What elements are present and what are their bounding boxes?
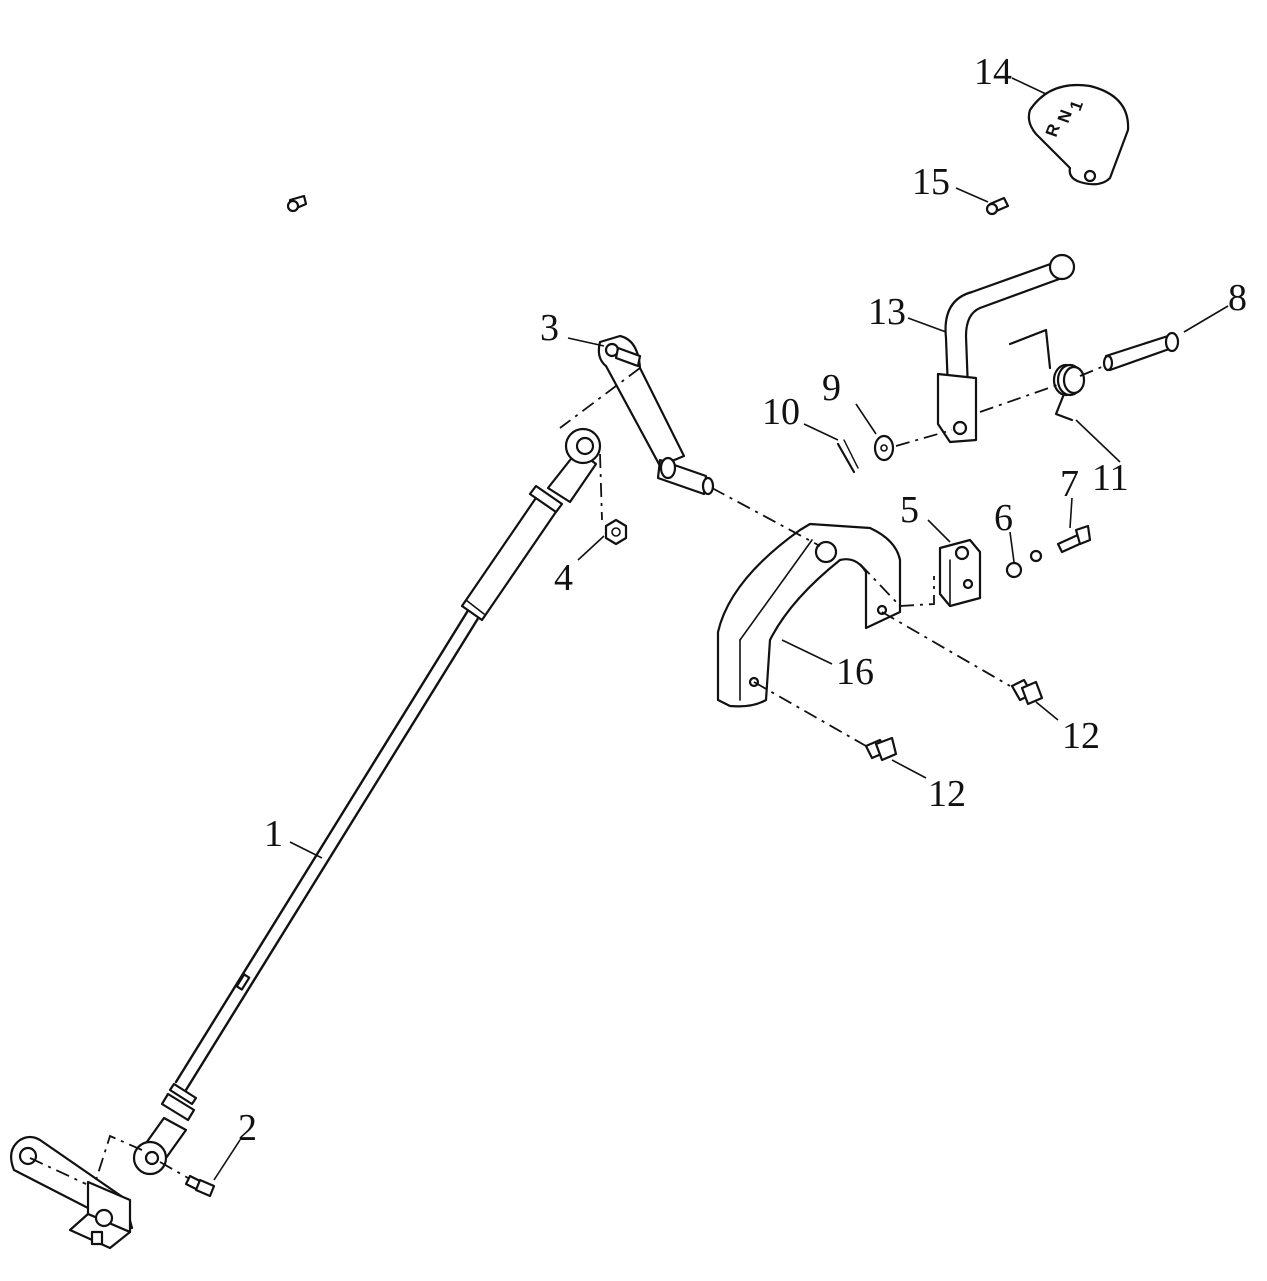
callout-7: 7 (1060, 463, 1079, 505)
part-2-bolt (184, 1174, 216, 1198)
callout-15: 15 (912, 161, 950, 203)
part-10-cotter-pin (836, 439, 859, 474)
part-15-set-screw (286, 194, 308, 213)
lower-shift-arm (9, 1135, 134, 1250)
callout-1: 1 (264, 813, 283, 855)
part-13-shift-lever (936, 253, 1076, 444)
callout-8: 8 (1228, 277, 1247, 319)
part-6-washer-nut (1005, 549, 1043, 579)
callout-9: 9 (822, 367, 841, 409)
part-15-set-screw-body (985, 196, 1010, 216)
part-1-shift-rod (132, 427, 602, 1176)
knob-gear-label-r: R (1042, 121, 1064, 139)
callout-12-upper: 12 (1062, 715, 1100, 757)
callout-leaders (213, 77, 1229, 1181)
part-9-washer (873, 434, 895, 462)
part-3-shift-arm (597, 334, 715, 496)
callout-2: 2 (238, 1107, 257, 1149)
callout-16: 16 (836, 651, 874, 693)
callout-5: 5 (900, 489, 919, 531)
callout-13: 13 (868, 291, 906, 333)
part-12-bolt-upper (1010, 678, 1044, 706)
part-11-torsion-spring (1008, 328, 1086, 422)
callout-11: 11 (1092, 457, 1129, 499)
callout-10: 10 (762, 391, 800, 433)
knob-gear-label-n: N (1054, 107, 1076, 125)
callout-14: 14 (974, 51, 1012, 93)
part-5-clevis-block (938, 538, 982, 608)
part-8-pivot-pin (1102, 331, 1180, 372)
part-14-shift-knob: 1 N R (1027, 84, 1130, 186)
part-12-bolt-lower (864, 736, 898, 762)
callout-3: 3 (540, 307, 559, 349)
part-7-bolt (1056, 524, 1092, 554)
callout-4: 4 (554, 557, 573, 599)
callout-12-lower: 12 (928, 773, 966, 815)
assembly-centerlines (29, 365, 1105, 1185)
callout-6: 6 (994, 497, 1013, 539)
callout-numbers: 1 2 3 4 5 6 7 8 9 10 11 12 12 13 14 15 1… (238, 51, 1247, 1149)
part-4-nut (604, 518, 628, 546)
